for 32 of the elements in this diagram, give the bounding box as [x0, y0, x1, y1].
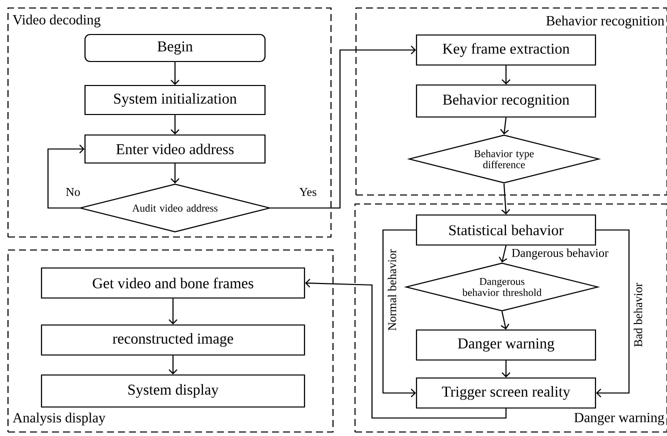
arrow: [500, 117, 509, 134]
arrow: [502, 360, 510, 378]
arrow: [168, 356, 178, 374]
edge-label: Bad behavior: [634, 282, 642, 347]
arrow: [382, 229, 416, 398]
process-box: System initialization: [84, 84, 266, 116]
arrow: [498, 245, 508, 262]
process-box: Enter video address: [84, 134, 266, 164]
process-box: Get video and bone frames: [40, 267, 306, 299]
arrow: [47, 144, 84, 209]
arrow: [501, 184, 510, 214]
arrow: [500, 311, 510, 330]
process-box: Statistical behavior: [416, 214, 596, 246]
arrow: [270, 46, 416, 209]
process-box: reconstructed image: [40, 324, 306, 356]
arrow: [170, 62, 180, 85]
edge-label: Dangerous behavior: [512, 248, 608, 260]
edge-label: Yes: [299, 188, 316, 196]
arrow: [170, 164, 180, 184]
process-box: Key frame extraction: [416, 34, 596, 66]
process-box: Danger warning: [416, 329, 596, 361]
process-box: System display: [40, 374, 306, 408]
arrow: [170, 115, 180, 134]
edge-label: No: [66, 188, 80, 196]
arrow: [305, 278, 507, 419]
arrow: [596, 229, 630, 398]
arrow: [502, 66, 510, 84]
process-box: Behavior recognition: [416, 84, 596, 118]
process-box: Trigger screen reality: [416, 377, 596, 409]
edge-label: Normal behavior: [388, 249, 396, 330]
arrow: [168, 298, 178, 324]
start-box: Begin: [84, 34, 266, 62]
